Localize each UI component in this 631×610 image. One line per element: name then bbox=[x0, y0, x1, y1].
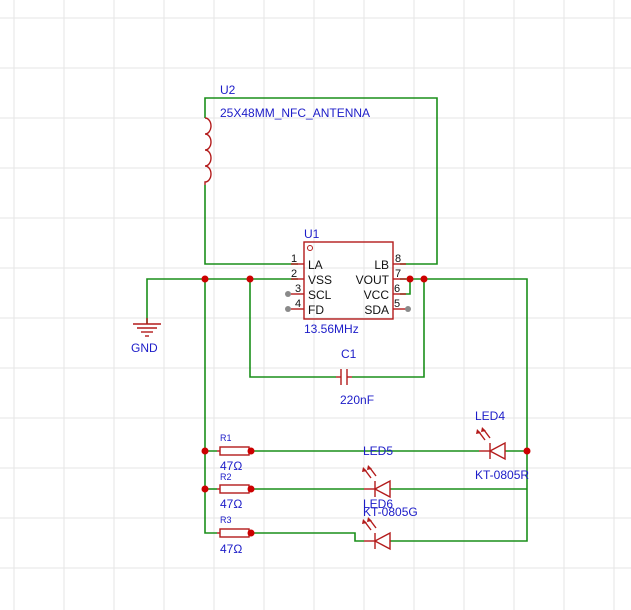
resistor-value: 47Ω bbox=[220, 497, 242, 511]
wire-r-bus[interactable] bbox=[204, 279, 217, 452]
led-designator: LED5 bbox=[363, 444, 393, 458]
junction-dot bbox=[247, 485, 255, 493]
ground-label: GND bbox=[131, 341, 158, 355]
led-value: KT-0805G bbox=[363, 505, 418, 519]
junction-dot bbox=[201, 275, 209, 283]
junction-dot bbox=[247, 529, 255, 537]
resistor-icon bbox=[219, 484, 250, 494]
pin-name: FD bbox=[308, 303, 324, 317]
pin-name: VSS bbox=[308, 273, 332, 287]
ic-designator: U1 bbox=[304, 227, 320, 241]
resistor-value: 47Ω bbox=[220, 459, 242, 473]
no-connect-dot bbox=[285, 306, 291, 312]
ic-value: 13.56MHz bbox=[304, 322, 359, 336]
wire-cap-left[interactable] bbox=[249, 279, 336, 378]
resistor-designator: R2 bbox=[220, 472, 232, 482]
junction-dot bbox=[247, 447, 255, 455]
cap-designator: C1 bbox=[341, 347, 357, 361]
pin-name: LA bbox=[308, 258, 323, 272]
pin-name: VCC bbox=[364, 288, 390, 302]
resistor-designator: R1 bbox=[220, 433, 232, 443]
pin-number: 3 bbox=[295, 283, 301, 295]
light-arrowhead-icon bbox=[476, 429, 481, 434]
light-arrow-icon bbox=[483, 429, 491, 439]
resistor-icon bbox=[219, 528, 250, 538]
resistor-r1[interactable]: R1 47Ω bbox=[217, 433, 251, 473]
junction-dot bbox=[201, 447, 209, 455]
junction-dot bbox=[246, 275, 254, 283]
wire-r3-in[interactable] bbox=[204, 451, 217, 534]
diode-triangle-icon bbox=[373, 479, 391, 499]
pin-number: 7 bbox=[395, 268, 401, 280]
junctions bbox=[201, 275, 531, 537]
diode-triangle-icon bbox=[488, 441, 506, 461]
resistor-value: 47Ω bbox=[220, 542, 242, 556]
ic-u1[interactable]: 1 2 3 4 LA VSS SCL FD 8 7 6 5 LB VOUT VC… bbox=[291, 227, 406, 336]
light-arrow-icon bbox=[369, 519, 377, 529]
junction-dot bbox=[201, 485, 209, 493]
resistor-designator: R3 bbox=[220, 515, 232, 525]
led-designator: LED4 bbox=[475, 409, 505, 423]
ground-symbol[interactable]: GND bbox=[131, 318, 161, 355]
no-connect-dot bbox=[405, 306, 411, 312]
resistor-r2[interactable]: R2 47Ω bbox=[217, 472, 251, 511]
pin-number: 4 bbox=[295, 298, 301, 310]
pin1-marker-icon bbox=[307, 245, 313, 251]
wire-antenna-lb[interactable] bbox=[204, 97, 438, 265]
antenna-u2[interactable]: U2 25X48MM_NFC_ANTENNA bbox=[204, 83, 370, 185]
pin-name: LB bbox=[374, 258, 389, 272]
pin-name: SDA bbox=[364, 303, 389, 317]
led-led4[interactable]: LED4 KT-0805R bbox=[475, 409, 529, 482]
light-arrowhead-icon bbox=[481, 427, 486, 432]
antenna-value: 25X48MM_NFC_ANTENNA bbox=[220, 106, 370, 120]
resistor-r3[interactable]: R3 47Ω bbox=[217, 515, 251, 556]
light-arrow-icon bbox=[369, 467, 377, 477]
pin-name: SCL bbox=[308, 288, 332, 302]
cap-value: 220nF bbox=[340, 393, 374, 407]
led-led5[interactable]: LED5 bbox=[362, 444, 393, 499]
pin-number: 1 bbox=[291, 253, 297, 265]
wire-gnd-rail[interactable] bbox=[146, 278, 298, 324]
junction-dot bbox=[420, 275, 428, 283]
wire-r3-led6[interactable] bbox=[251, 532, 364, 542]
light-arrowhead-icon bbox=[362, 467, 367, 472]
no-connect-dot bbox=[285, 291, 291, 297]
pin-name: VOUT bbox=[356, 273, 390, 287]
light-arrow-icon bbox=[364, 469, 372, 479]
junction-dot bbox=[523, 447, 531, 455]
wire-antenna-la[interactable] bbox=[204, 185, 298, 265]
led-led6[interactable]: LED6 KT-0805G bbox=[362, 497, 418, 551]
led-designator: LED6 bbox=[363, 497, 393, 511]
pin-number: 6 bbox=[394, 283, 400, 295]
diode-triangle-icon bbox=[373, 531, 391, 551]
ic-body bbox=[303, 241, 394, 320]
resistor-icon bbox=[219, 446, 250, 456]
light-arrowhead-icon bbox=[367, 517, 372, 522]
light-arrowhead-icon bbox=[367, 465, 372, 470]
pin-number: 2 bbox=[291, 268, 297, 280]
wire-vout-rail[interactable] bbox=[400, 278, 528, 542]
pin-number: 5 bbox=[394, 298, 400, 310]
led-value: KT-0805R bbox=[475, 468, 529, 482]
inductor-coil-icon bbox=[204, 117, 212, 185]
light-arrow-icon bbox=[478, 431, 486, 441]
pin-number: 8 bbox=[395, 253, 401, 265]
light-arrow-icon bbox=[364, 521, 372, 531]
light-arrowhead-icon bbox=[362, 519, 367, 524]
antenna-designator: U2 bbox=[220, 83, 236, 97]
wire-cap-right[interactable] bbox=[352, 279, 425, 378]
capacitor-c1[interactable]: C1 220nF bbox=[336, 347, 374, 407]
junction-dot bbox=[406, 275, 414, 283]
